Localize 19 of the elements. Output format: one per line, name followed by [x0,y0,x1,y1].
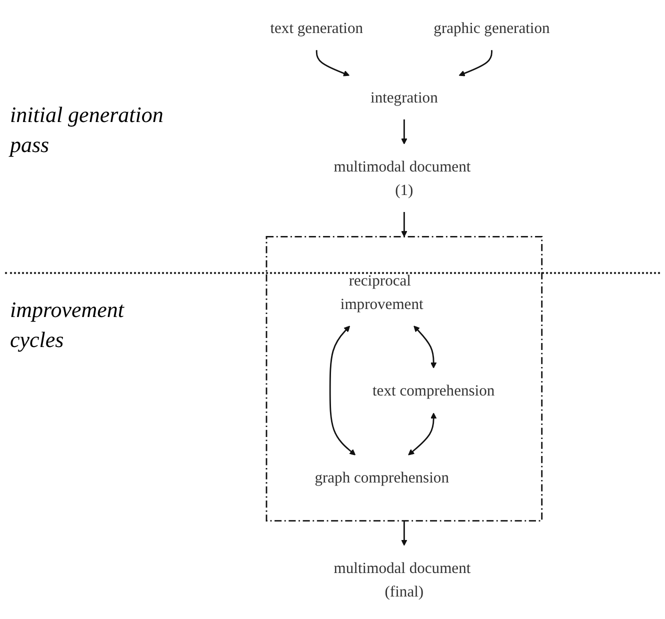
node-text: integration [370,88,438,106]
node-text: multimodal document (1) [334,158,471,199]
arrow [401,520,408,546]
node-text: text comprehension [372,382,495,400]
arrow [414,326,437,368]
cluster [266,236,543,522]
node-text: text generation [270,19,364,37]
node-text: multimodal document (final) [334,558,471,600]
section-label: initial generation pass [10,101,164,159]
arrow [458,50,492,76]
node-text: graphic generation [434,19,550,37]
arrow [408,412,437,456]
node-text: reciprocal improvement [340,271,424,312]
node-text: graph comprehension [314,468,449,486]
arrow [401,212,408,237]
arrow [329,326,356,456]
arrow [401,119,408,144]
arrow [316,50,350,76]
section-label: improvement cycles [10,296,126,354]
